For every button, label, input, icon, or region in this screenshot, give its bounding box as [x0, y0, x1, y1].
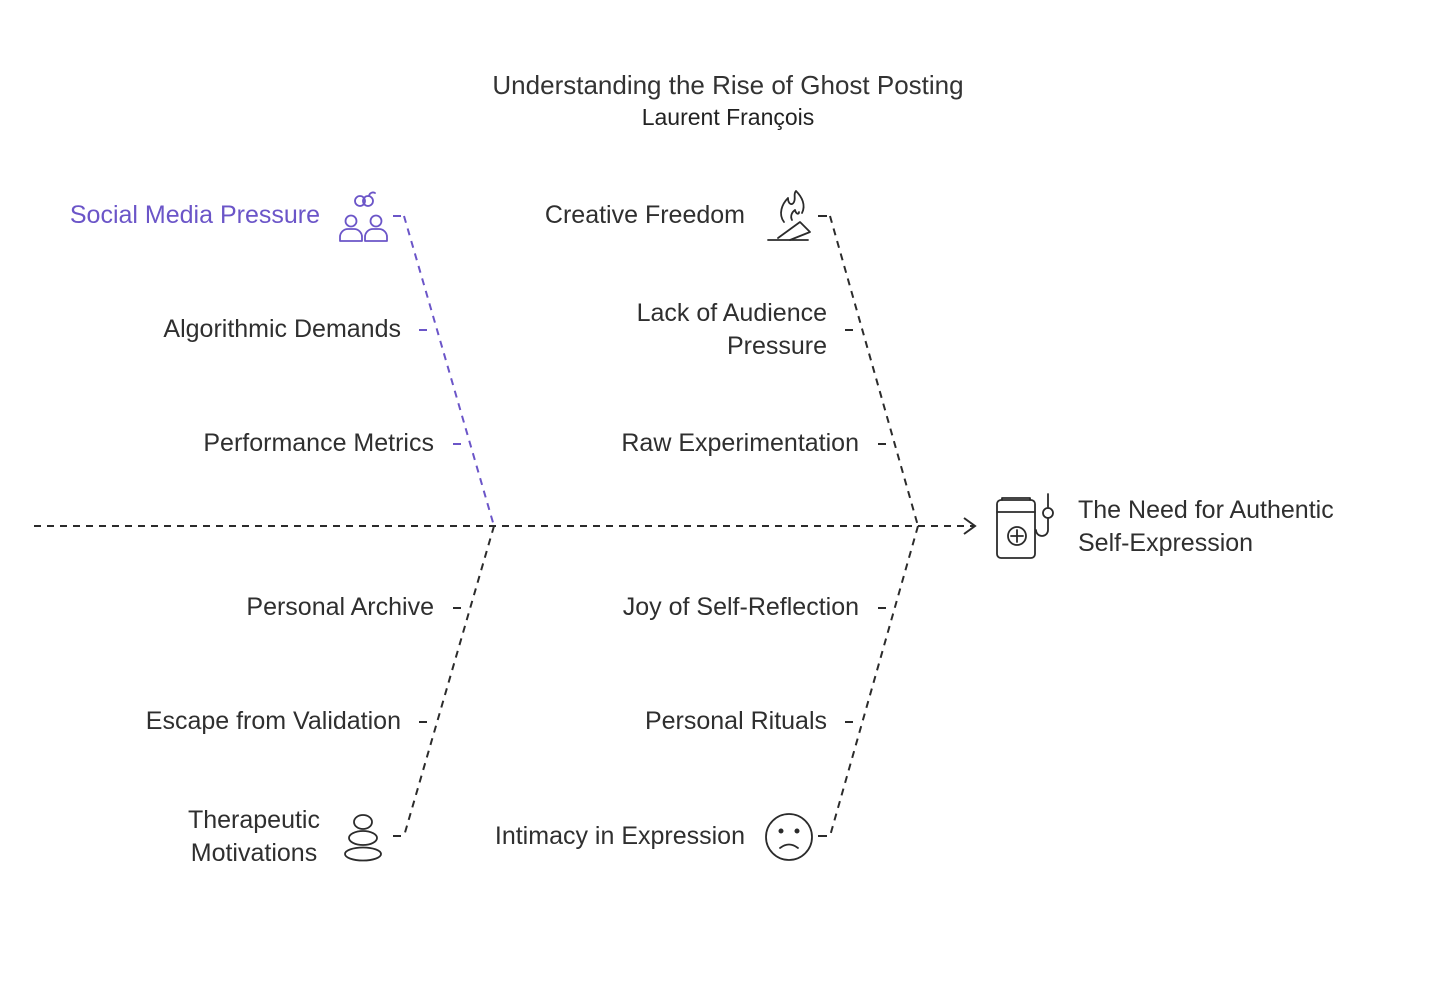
people-link-icon	[339, 191, 388, 242]
fire-hand-icon	[767, 190, 811, 241]
cause-therapeutic-motivations-line1: Therapeutic	[187, 806, 320, 834]
cause-lack-of-audience-pressure: Lack of Audience Pressure	[637, 297, 827, 363]
book-hook-icon	[996, 493, 1054, 559]
cause-lack-of-audience-pressure-line2: Pressure	[726, 332, 827, 360]
cause-escape-from-validation: Escape from Validation	[145, 707, 401, 735]
cause-personal-archive: Personal Archive	[246, 593, 434, 621]
cause-personal-rituals: Personal Rituals	[644, 707, 827, 735]
sad-face-icon	[765, 813, 813, 861]
stacked-stones-icon	[344, 814, 382, 862]
cause-algorithmic-demands: Algorithmic Demands	[163, 315, 401, 343]
cause-raw-experimentation: Raw Experimentation	[621, 429, 859, 457]
effect-label-line2: Self-Expression	[1078, 529, 1254, 557]
cause-social-media-pressure: Social Media Pressure	[69, 201, 320, 229]
spine-arrowhead	[963, 517, 977, 535]
bone-bottom-left	[403, 525, 495, 837]
bone-top-right	[829, 215, 919, 527]
cause-performance-metrics: Performance Metrics	[203, 429, 434, 457]
bone-bottom-right	[829, 525, 919, 837]
cause-joy-of-self-reflection: Joy of Self-Reflection	[622, 593, 859, 621]
cause-creative-freedom: Creative Freedom	[544, 201, 745, 229]
effect-label: The Need for Authentic Self-Expression	[1078, 494, 1334, 560]
diagram-subtitle: Laurent François	[641, 104, 815, 130]
effect-label-line1: The Need for Authentic	[1078, 496, 1334, 524]
cause-therapeutic-motivations-line2: Motivations	[190, 839, 318, 867]
bone-top-left	[403, 215, 495, 527]
cause-lack-of-audience-pressure-line1: Lack of Audience	[636, 299, 827, 327]
cause-intimacy-in-expression: Intimacy in Expression	[494, 822, 745, 850]
diagram-title: Understanding the Rise of Ghost Posting	[492, 70, 964, 100]
cause-therapeutic-motivations: Therapeutic Motivations	[188, 804, 320, 870]
